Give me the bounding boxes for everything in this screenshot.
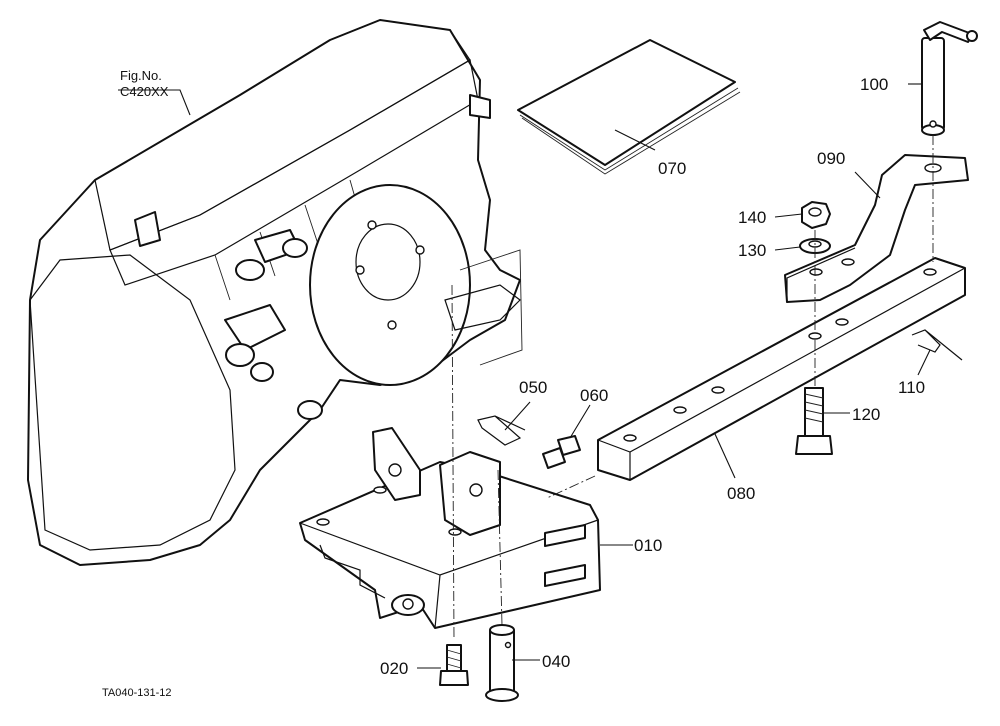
part-140-nut [801,201,831,229]
part-060-grease-nipple [542,435,581,469]
label-110: 110 [898,378,925,397]
drawing-code: TA040-131-12 [102,687,172,699]
label-080: 080 [727,484,755,503]
label-060: 060 [580,386,608,405]
part-130-washer [799,238,831,254]
fig-number-value: C420XX [120,84,169,99]
part-120-bolt [795,387,833,455]
alignment-lines [451,135,934,641]
label-100: 100 [860,75,888,94]
label-120: 120 [852,405,880,424]
part-040-pin [485,624,519,702]
label-050: 050 [519,378,547,397]
label-130: 130 [738,241,766,260]
part-070-manual [517,39,741,175]
part-080-drawbar [597,257,966,481]
label-090: 090 [817,149,845,168]
label-010: 010 [634,536,662,555]
part-010-hitch-base [299,427,601,629]
label-140: 140 [738,208,766,227]
label-070: 070 [658,159,686,178]
fig-number-label: Fig.No. [120,68,162,83]
label-020: 020 [380,659,408,678]
part-110-clip [911,329,963,361]
part-050-clip-pin [477,415,526,446]
part-labels: Fig.No. C420XX 010 020 040 050 060 070 0… [102,68,925,699]
label-040: 040 [542,652,570,671]
part-090-bracket [784,154,969,303]
part-100-pin [921,21,978,136]
leader-lines [118,83,931,669]
part-020-bolt [439,644,469,686]
engine-drawing [27,19,523,566]
